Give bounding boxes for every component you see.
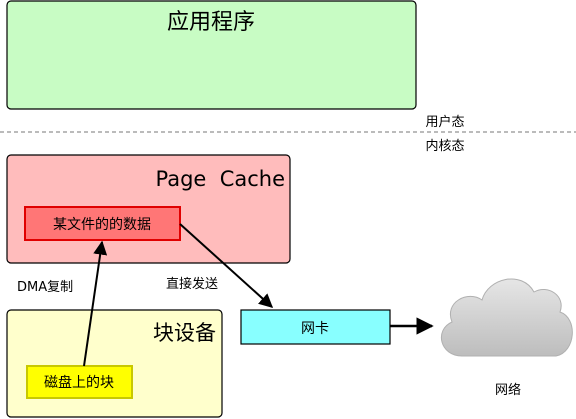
file-data-box: 某文件的的数据 [24, 206, 181, 241]
page-cache-title: Page Cache [156, 167, 286, 191]
nic-box: 网卡 [240, 309, 391, 345]
network-label: 网络 [495, 382, 521, 398]
disk-block-box: 磁盘上的块 [26, 365, 133, 399]
file-data-label: 某文件的的数据 [53, 217, 151, 233]
cloud-icon [441, 278, 573, 357]
direct-send-arrow [179, 223, 274, 308]
direct-send-label: 直接发送 [166, 276, 218, 292]
dma-copy-arrow [83, 240, 108, 367]
nic-label: 网卡 [301, 321, 329, 337]
dma-copy-label: DMA复制 [17, 280, 73, 295]
block-device-box: 块设备 [6, 309, 223, 418]
application-box: 应用程序 [6, 0, 417, 110]
user-mode-label: 用户态 [425, 114, 464, 130]
kernel-mode-label: 内核态 [425, 138, 464, 154]
block-device-title: 块设备 [153, 321, 216, 345]
application-label: 应用程序 [167, 10, 255, 35]
disk-block-label: 磁盘上的块 [44, 374, 114, 391]
